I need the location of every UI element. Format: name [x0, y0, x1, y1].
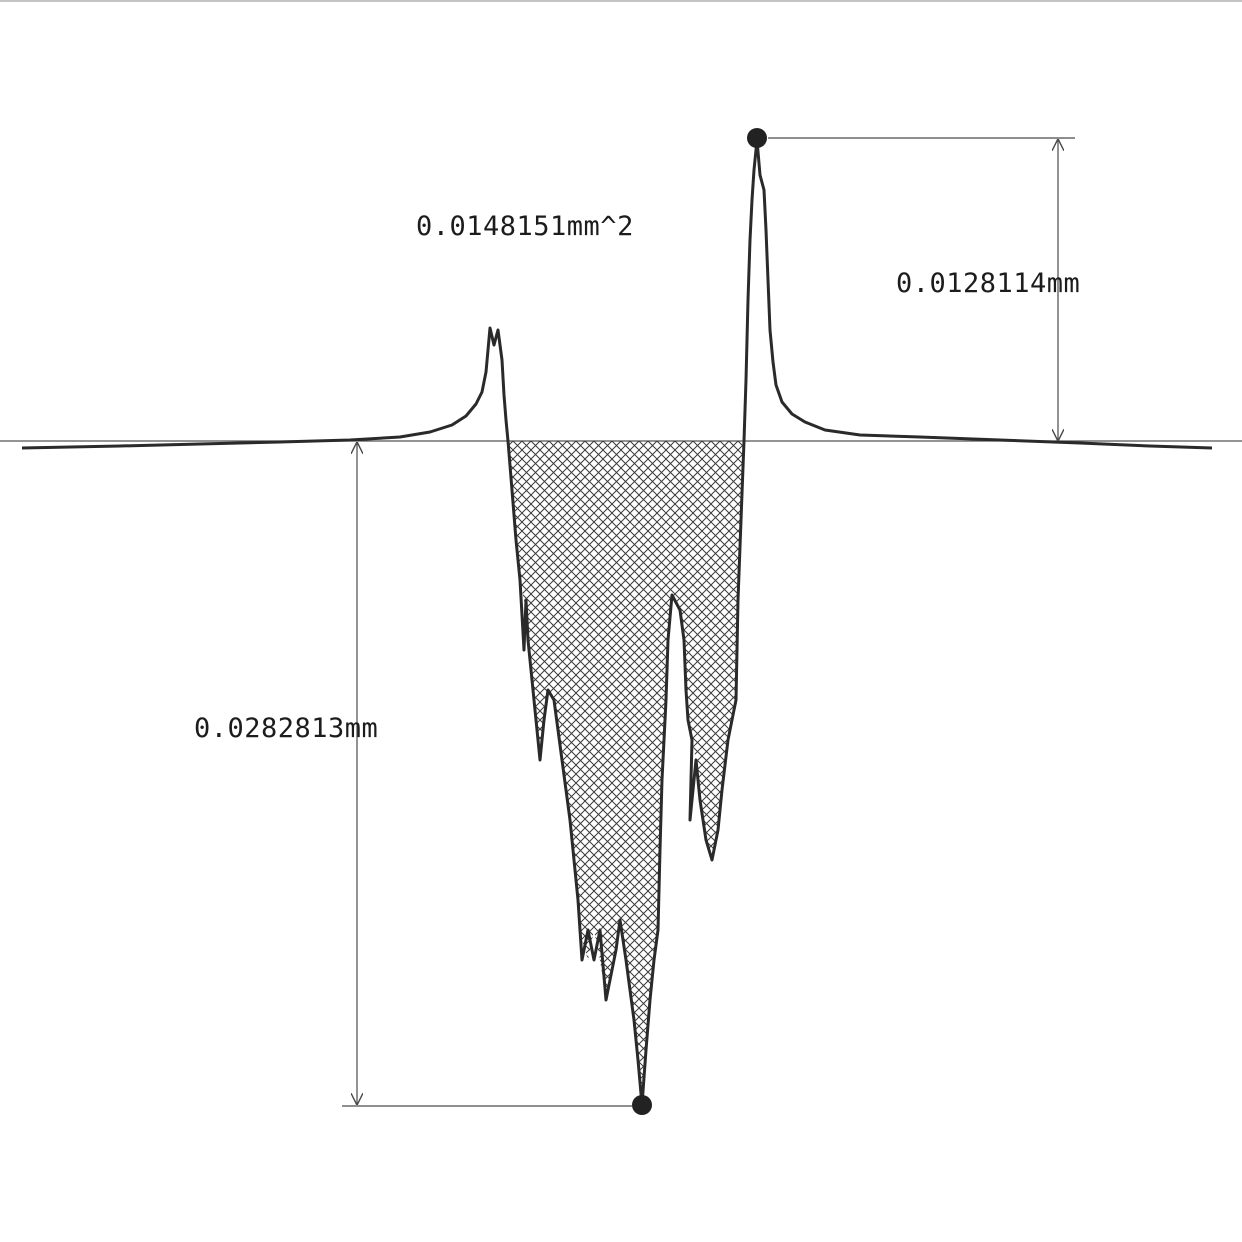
surface-profile-line [21, 138, 1213, 1107]
groove-area-hatch [508, 441, 744, 1105]
height-label: 0.0128114mm [896, 268, 1080, 299]
area-label: 0.0148151mm^2 [416, 211, 634, 242]
max-peak-marker [747, 128, 767, 148]
depth-label: 0.0282813mm [194, 713, 378, 744]
max-depth-marker [632, 1095, 652, 1115]
